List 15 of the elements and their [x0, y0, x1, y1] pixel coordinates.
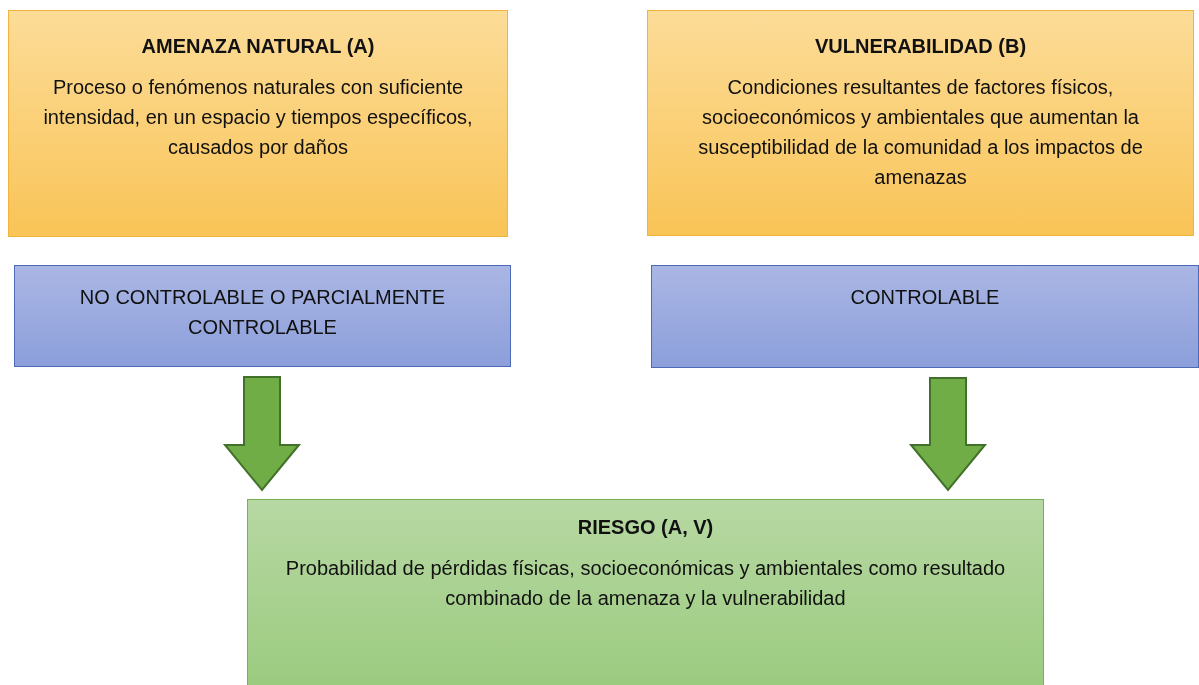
text-box	[651, 265, 1199, 368]
box-label: NO CONTROLABLE O PARCIALMENTE CONTROLABLE	[78, 285, 447, 340]
text-box	[8, 10, 508, 237]
box-description: Probabilidad de pérdidas físicas, socioeconómicas y ambientales como resultado combinado de la amenaza y la vulnerabilidad	[284, 556, 1007, 611]
box-description: Condiciones resultantes de factores físicos, socioeconómicos y ambientales que aumentan la susceptibilidad de la comunidad a los impactos de amenazas	[697, 75, 1144, 190]
block-arrow	[908, 377, 988, 492]
text-box	[14, 265, 511, 367]
box-heading: VULNERABILIDAD (B)	[814, 35, 1027, 58]
box-heading: AMENAZA NATURAL (A)	[141, 35, 375, 58]
text-box	[247, 499, 1044, 685]
box-description: Proceso o fenómenos naturales con suficiente intensidad, en un espacio y tiempos específicos, causados por daños	[42, 75, 474, 160]
box-heading: RIESGO (A, V)	[577, 516, 714, 539]
block-arrow	[222, 376, 302, 492]
box-label: CONTROLABLE	[850, 285, 1000, 310]
text-box	[647, 10, 1194, 236]
